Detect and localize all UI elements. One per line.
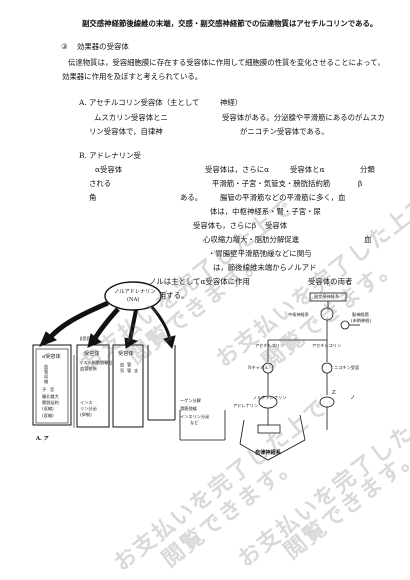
right-ganglion bbox=[321, 362, 333, 374]
sub-b-l3b: ある。 bbox=[180, 193, 203, 202]
noradrenaline-node bbox=[104, 281, 162, 311]
box-3-title: 受容体 bbox=[118, 351, 134, 357]
sub-b-l3c: 腸管の平滑筋などの平滑筋に多く，血 bbox=[220, 193, 346, 202]
fig-right-left-mid: Nチャネル bbox=[248, 365, 269, 370]
sub-b-heading: B. アドレナリン受 bbox=[79, 151, 141, 160]
box-alpha bbox=[32, 344, 72, 426]
sub-a-line-1: ムスカリン受容体とニ bbox=[94, 113, 168, 122]
box-3-line-3: 管 bbox=[127, 368, 132, 373]
box-3-line-1: 管 bbox=[127, 362, 132, 367]
sub-b-l9a: ノルは主としてα受容体に作用 bbox=[149, 277, 250, 286]
box-4-line-0: ーゲン分解 bbox=[180, 398, 201, 403]
fig-right-right-label-1: 脳神経節 bbox=[352, 312, 369, 317]
box-1-line-2: 収 bbox=[44, 374, 49, 379]
box-1-line-0: 血 bbox=[44, 364, 49, 369]
box-4-line-1: 滑筋弛緩 bbox=[180, 406, 197, 411]
box-1-line-9: (収縮) bbox=[42, 413, 54, 418]
fig-right-top-label: 副交感神経系 bbox=[314, 294, 340, 299]
sub-a-heading: A. アセチルコリン受容体（主として bbox=[79, 98, 200, 107]
box-4-line-2: インスリン分泌 bbox=[180, 414, 210, 419]
sub-a-line-2: リン受容体で，自律神 bbox=[89, 127, 163, 136]
box-1-line-5: 宮 bbox=[50, 387, 55, 392]
sub-b-l1b: 受容体は，さらにα bbox=[205, 165, 270, 174]
box-1-line-3: 縮 bbox=[44, 379, 49, 384]
section-intro-1: 伝達物質は，受容細胞膜に存在する受容体に作用して細胞膜の性質を変化させることによ… bbox=[68, 58, 385, 67]
sub-b-l4: 体は，中枢神経系・腎・子宮・尿 bbox=[210, 207, 321, 216]
box-4-line-3: など bbox=[190, 420, 199, 425]
box-2-line-0: マスト細胞脱顆粒 bbox=[79, 360, 113, 365]
sub-b-l6b: 血 bbox=[364, 235, 372, 244]
box-2-line-4: (抑制) bbox=[80, 412, 92, 417]
sub-b-l2b: 平滑筋・子宮・気管支・膀胱括約筋 bbox=[212, 179, 331, 188]
bottom-organ bbox=[257, 424, 281, 434]
sub-a-heading-tail: 神経） bbox=[220, 98, 243, 107]
box-1-title: a受容体 bbox=[42, 354, 61, 360]
fig-left-source-label: ノルアドレナリン bbox=[114, 289, 156, 295]
box-1-line-1: 管 bbox=[44, 369, 49, 374]
section-title: 効果器の受容体 bbox=[77, 42, 129, 51]
box-1-line-6: 瞳孔散大 bbox=[42, 394, 59, 399]
box-beta-3 bbox=[147, 345, 176, 421]
box-3-line-4: 支 bbox=[134, 368, 139, 373]
fig-right-left-node: アセチルコリン bbox=[255, 343, 285, 348]
box-2-line-1: 血管拡張 bbox=[80, 366, 97, 371]
sub-b-l9b: 受容体の両者 bbox=[308, 277, 353, 286]
header-line: 副交感神経節後線維の末端，交感・副交感神経節での伝達物質はアセチルコリンである。 bbox=[82, 19, 378, 28]
fig-right-tag-a: Z bbox=[332, 390, 336, 396]
box-3-line-0: 血 bbox=[120, 362, 125, 367]
box-3-line-2: 気 bbox=[120, 368, 125, 373]
fig-right-tag-b: ノ bbox=[350, 395, 356, 401]
section-number: ③ bbox=[61, 42, 68, 51]
sub-b-l2c: β bbox=[358, 179, 363, 188]
box-2-title: 受容体 bbox=[84, 351, 100, 357]
fig-right-right-label-2: (末梢神経) bbox=[351, 318, 372, 323]
box-beta-1 bbox=[76, 344, 110, 428]
fig-right-bottom-label: 自律神経系 bbox=[255, 450, 281, 456]
arrow-to-box-3 bbox=[128, 309, 138, 341]
sub-b-l1d: 分類 bbox=[360, 165, 375, 174]
sub-b-l2a: される bbox=[89, 179, 112, 188]
fig-right-center-label: 中枢神経系 bbox=[288, 312, 309, 317]
section-intro-2: 効果器に作用を及ぼすと考えられている。 bbox=[62, 72, 203, 81]
box-1-line-8: (収縮) bbox=[42, 406, 54, 411]
fig-left-caption: A. ア bbox=[36, 436, 49, 442]
sub-b-l3a: 角 bbox=[89, 193, 97, 202]
fig-left-source-sub: (NA) bbox=[127, 297, 140, 303]
sub-b-l10: に作用する。 bbox=[144, 291, 189, 300]
box-2-line-3: リン分泌 bbox=[80, 406, 97, 411]
fig-right-left-bottom: ノルアドレナリン bbox=[253, 395, 287, 400]
sub-b-l8: は，節後線維末端からノルアド bbox=[213, 263, 317, 272]
fig-right-right-mid: ニコチン受容 bbox=[334, 365, 360, 370]
sub-b-l1a: α受容体 bbox=[95, 165, 123, 174]
sub-a-line-1-tail: 受容体がある。分泌腺や平滑筋にあるのがムスカ bbox=[222, 113, 385, 122]
sub-b-l1c: 受容体とα bbox=[290, 165, 325, 174]
sub-b-l5b: 受容体 bbox=[265, 221, 288, 230]
sub-b-l7: ・胃腸壁平滑筋弛緩などに関与 bbox=[208, 249, 312, 258]
sub-b-l6a: 心収縮力増大・脂肪分解促進 bbox=[203, 235, 300, 244]
box-1-line-7: 膀胱括約 bbox=[42, 400, 59, 405]
fig-right-right-node: アセチルコリン bbox=[312, 343, 342, 348]
box-2-line-2: インス bbox=[80, 400, 93, 405]
box-1-line-4: 子 bbox=[42, 387, 47, 392]
fig-right-left-receptor: アドレナリン bbox=[233, 403, 259, 408]
figure-right bbox=[239, 292, 360, 461]
sub-a-line-2-tail: がニコチン受容体である。 bbox=[240, 127, 329, 136]
sub-b-l5a: 受容体も，さらにβ bbox=[193, 221, 257, 230]
fig-left-top-label: β受容体 bbox=[80, 336, 95, 341]
box-beta-2 bbox=[112, 344, 144, 428]
figure-left bbox=[32, 281, 226, 441]
